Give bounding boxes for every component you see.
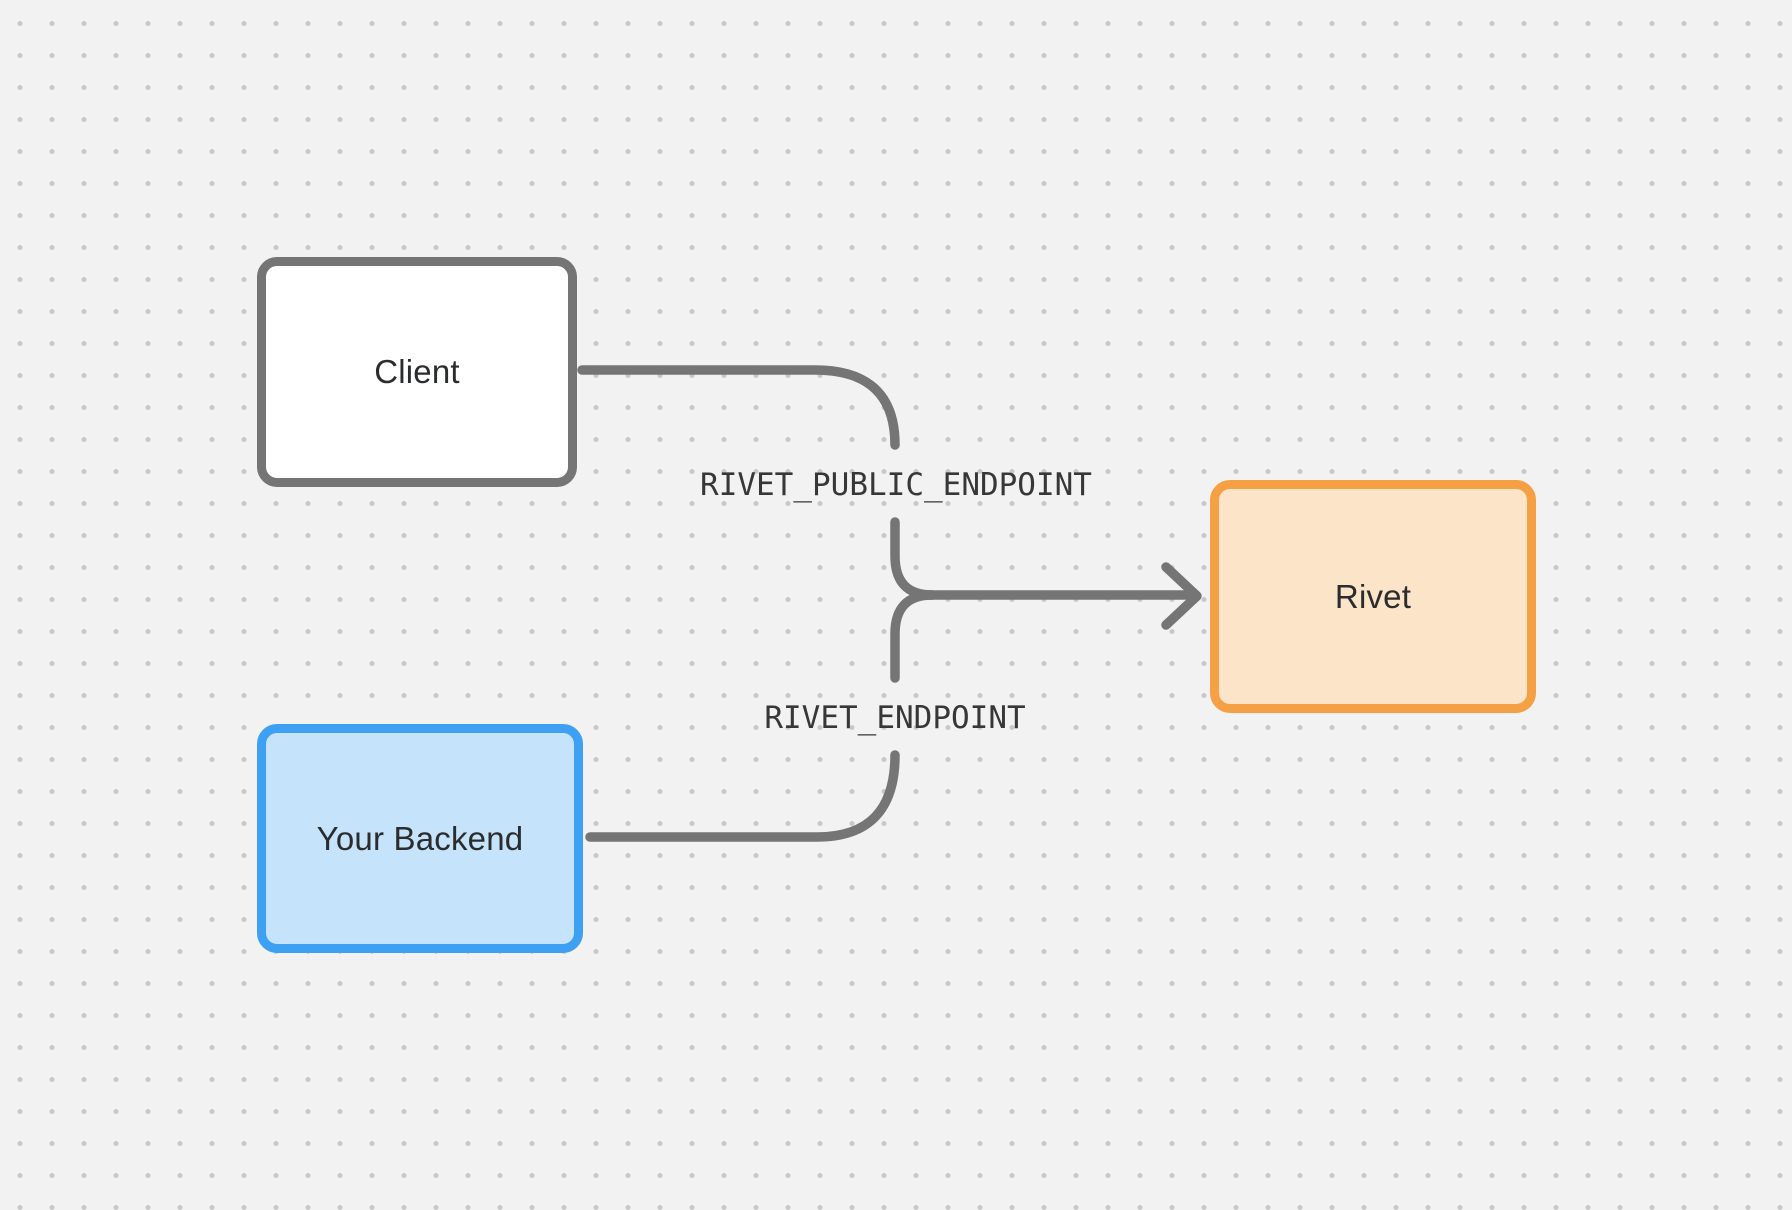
rivet-node: Rivet xyxy=(1210,480,1536,713)
your-backend-node-label: Your Backend xyxy=(316,819,524,857)
arrowhead-icon xyxy=(1161,562,1202,630)
edge-label-rivet-public-endpoint: RIVET_PUBLIC_ENDPOINT xyxy=(700,467,1092,503)
client-node: Client xyxy=(257,257,577,487)
client-node-label: Client xyxy=(374,353,460,390)
edge-backend-lower-segment xyxy=(585,750,900,842)
edge-client-lower-segment xyxy=(890,517,937,600)
rivet-node-label: Rivet xyxy=(1334,577,1412,615)
your-backend-node: Your Backend xyxy=(257,724,583,953)
edge-backend-upper-segment xyxy=(890,590,937,683)
edge-client-upper-segment xyxy=(577,365,900,450)
edge-label-rivet-endpoint: RIVET_ENDPOINT xyxy=(764,700,1026,736)
